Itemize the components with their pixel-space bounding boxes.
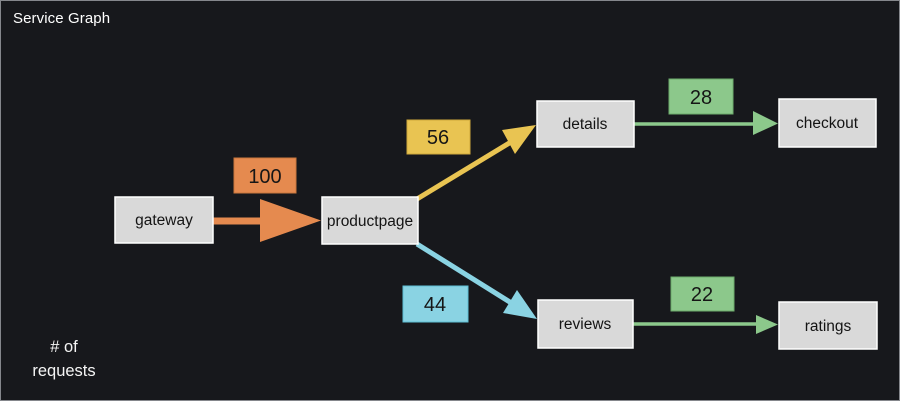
edge-gateway-productpage-arrowhead	[260, 199, 321, 242]
edge-label-100: 100	[233, 157, 297, 194]
edge-label-44-value: 44	[424, 294, 446, 316]
node-productpage[interactable]: productpage	[321, 196, 419, 245]
node-reviews-label: reviews	[559, 316, 612, 333]
edge-label-100-value: 100	[248, 166, 281, 188]
edge-reviews-ratings	[632, 315, 778, 334]
node-gateway[interactable]: gateway	[114, 196, 214, 244]
edge-productpage-details	[415, 125, 536, 202]
legend-requests-note-line1: # of	[50, 338, 78, 356]
node-checkout-box[interactable]	[778, 98, 877, 148]
edge-label-56: 56	[406, 119, 471, 155]
edge-details-checkout-arrowhead	[753, 111, 778, 135]
edge-productpage-details-arrowhead	[502, 125, 536, 154]
edge-productpage-reviews-line	[415, 241, 515, 307]
edge-details-checkout	[633, 111, 778, 135]
edge-label-28: 28	[668, 78, 734, 115]
edge-productpage-reviews-arrowhead	[503, 290, 537, 319]
edge-label-56-value: 56	[427, 127, 449, 149]
node-ratings-label: ratings	[805, 318, 852, 335]
node-checkout-label: checkout	[796, 115, 859, 132]
node-ratings-box[interactable]	[778, 301, 878, 350]
edge-label-44: 44	[402, 285, 469, 323]
node-gateway-label: gateway	[135, 212, 193, 229]
edge-label-28-box	[668, 78, 734, 115]
legend-requests-note-line2: requests	[32, 362, 96, 380]
edge-label-22-value: 22	[691, 284, 713, 306]
node-details-box[interactable]	[536, 100, 635, 148]
node-reviews[interactable]: reviews	[537, 299, 634, 349]
node-productpage-box[interactable]	[321, 196, 419, 245]
node-checkout[interactable]: checkout	[778, 98, 877, 148]
panel-title: Service Graph	[13, 10, 111, 27]
node-gateway-box[interactable]	[114, 196, 214, 244]
node-productpage-label: productpage	[327, 213, 413, 230]
legend-requests-note: # of requests	[24, 335, 104, 383]
edge-label-100-box	[233, 157, 297, 194]
node-reviews-box[interactable]	[537, 299, 634, 349]
edge-label-22: 22	[670, 276, 735, 312]
node-details-label: details	[563, 116, 608, 133]
edge-label-44-box	[402, 285, 469, 323]
edge-reviews-ratings-arrowhead	[756, 315, 778, 334]
edge-productpage-details-line	[415, 139, 513, 202]
node-details[interactable]: details	[536, 100, 635, 148]
edge-label-56-box	[406, 119, 471, 155]
edge-label-28-value: 28	[690, 87, 712, 109]
edge-gateway-productpage	[212, 199, 321, 242]
edge-productpage-reviews	[415, 241, 537, 319]
edge-label-22-box	[670, 276, 735, 312]
node-ratings[interactable]: ratings	[778, 301, 878, 350]
